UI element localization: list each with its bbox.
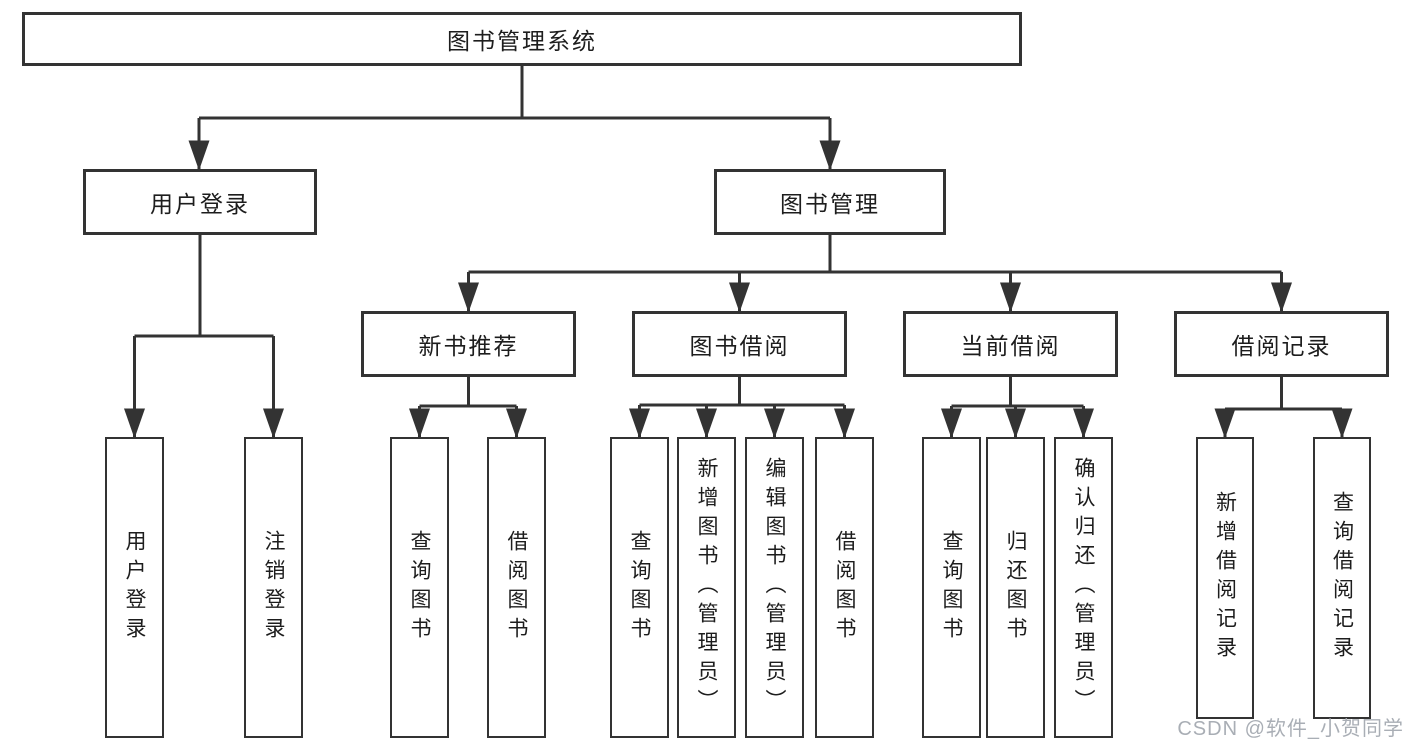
- leaf-recommend-query-books: 查询图书: [390, 437, 449, 738]
- leaf-borrowing-borrow-books: 借阅图书: [815, 437, 874, 738]
- connector-user-login-elbow: [134, 235, 274, 338]
- leaf-recommend-borrow-books: 借阅图书: [487, 437, 546, 738]
- leaf-current-query-books: 查询图书: [922, 437, 981, 738]
- leaf-add-borrow-record: 新增借阅记录: [1196, 437, 1254, 719]
- node-book-management: 图书管理: [714, 169, 946, 235]
- connector-records-elbow: [1225, 377, 1342, 411]
- csdn-watermark: CSDN @软件_小贺同学: [1177, 718, 1404, 740]
- node-book-borrowing: 图书借阅: [632, 311, 847, 377]
- node-user-login: 用户登录: [83, 169, 317, 235]
- node-library-management-system: 图书管理系统: [22, 12, 1022, 66]
- connector-root-elbow: [199, 66, 830, 120]
- node-borrow-records: 借阅记录: [1174, 311, 1389, 377]
- connector-book-management-elbow: [468, 235, 1282, 274]
- connector-borrowing-elbow: [639, 377, 845, 407]
- leaf-edit-books-admin: 编辑图书（管理员）: [745, 437, 804, 738]
- connector-recommend-elbow: [419, 377, 517, 408]
- leaf-query-borrow-record: 查询借阅记录: [1313, 437, 1371, 719]
- leaf-logout: 注销登录: [244, 437, 303, 738]
- leaf-user-login: 用户登录: [105, 437, 164, 738]
- node-current-borrowing: 当前借阅: [903, 311, 1118, 377]
- connector-current-elbow: [951, 377, 1084, 408]
- leaf-confirm-return-admin: 确认归还（管理员）: [1054, 437, 1113, 738]
- node-new-book-recommend: 新书推荐: [361, 311, 576, 377]
- leaf-borrowing-query-books: 查询图书: [610, 437, 669, 738]
- leaf-return-books: 归还图书: [986, 437, 1045, 738]
- leaf-add-books-admin: 新增图书（管理员）: [677, 437, 736, 738]
